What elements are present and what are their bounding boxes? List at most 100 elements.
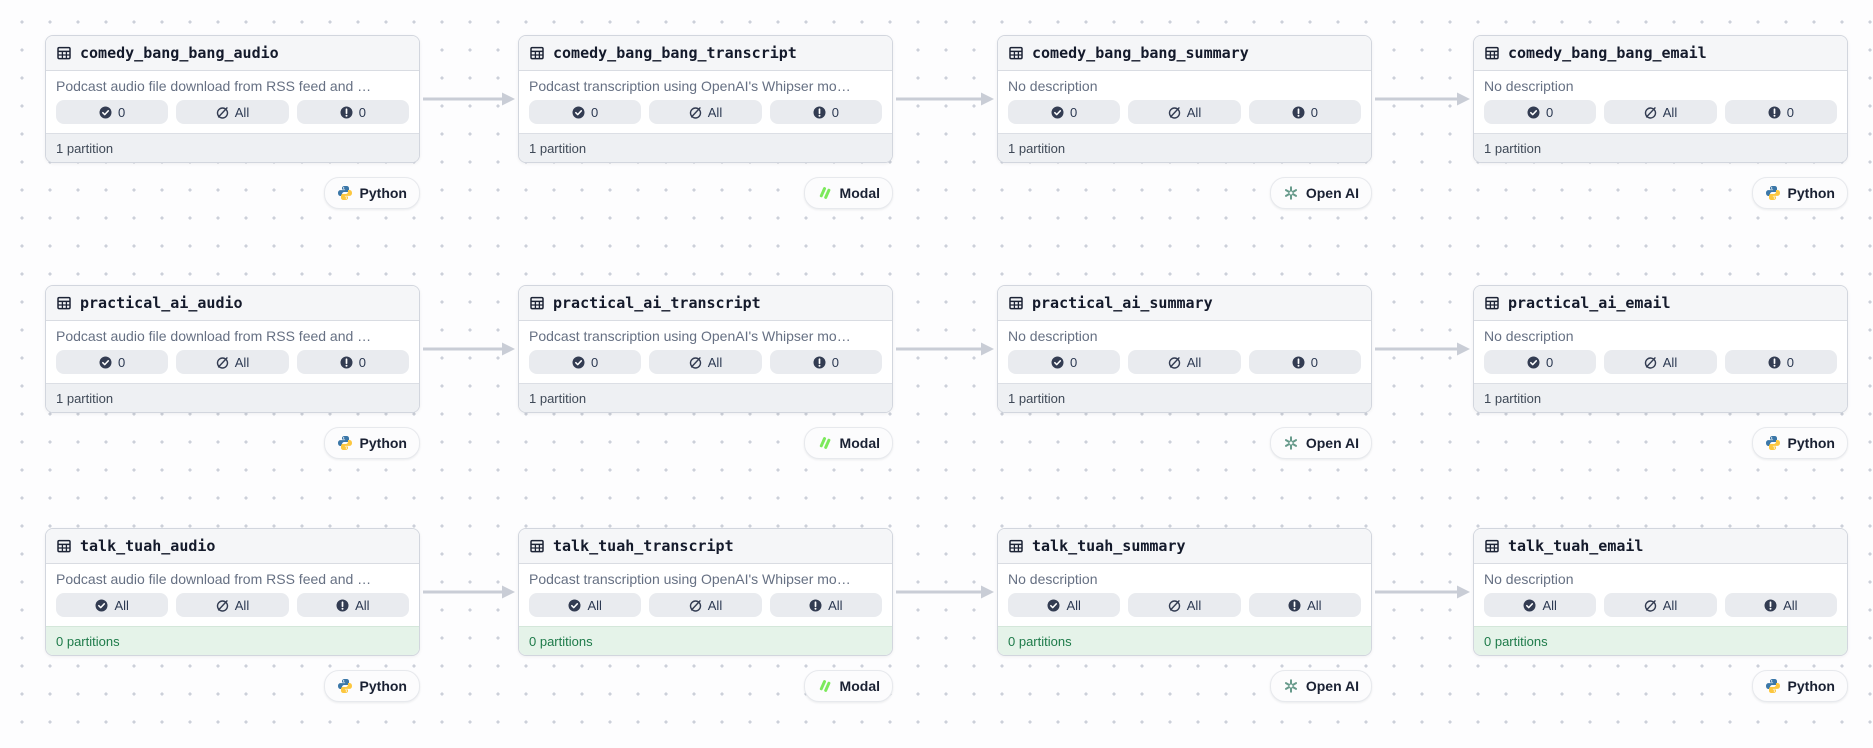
asset-card[interactable]: talk_tuah_summary No description All — [997, 528, 1372, 656]
compute-kind-badge[interactable]: Open AI — [1269, 670, 1372, 702]
asset-card[interactable]: practical_ai_summary No description 0 — [997, 285, 1372, 413]
materialized-count-pill[interactable]: 0 — [529, 350, 642, 374]
compute-kind-badge[interactable]: Open AI — [1269, 177, 1372, 209]
check-status-pill[interactable]: All — [296, 593, 409, 617]
asset-card-body: Podcast audio file download from RSS fee… — [46, 71, 419, 133]
check-status-pill[interactable]: 0 — [1248, 350, 1361, 374]
asset-card-header: comedy_bang_bang_summary — [998, 36, 1371, 71]
materialized-count-pill[interactable]: 0 — [56, 100, 169, 124]
freshness-pill[interactable]: All — [176, 593, 289, 617]
freshness-pill[interactable]: All — [649, 593, 762, 617]
slash-circle-icon — [216, 599, 229, 612]
asset-node[interactable]: talk_tuah_transcript Podcast transcripti… — [518, 528, 893, 702]
openai-logo-icon — [1283, 678, 1299, 694]
asset-card[interactable]: talk_tuah_transcript Podcast transcripti… — [518, 528, 893, 656]
compute-kind-badge[interactable]: Modal — [803, 427, 893, 459]
check-status-pill[interactable]: 0 — [1724, 350, 1837, 374]
materialized-count: All — [587, 597, 602, 613]
table-icon — [1008, 45, 1024, 61]
asset-card[interactable]: practical_ai_email No description 0 — [1473, 285, 1848, 413]
asset-card-header: practical_ai_transcript — [519, 286, 892, 321]
freshness-value: All — [707, 104, 723, 120]
freshness-pill[interactable]: All — [1128, 100, 1241, 124]
materialized-count-pill[interactable]: 0 — [1484, 100, 1597, 124]
asset-node[interactable]: comedy_bang_bang_audio Podcast audio fil… — [45, 35, 420, 209]
asset-card-body: No description All — [998, 564, 1371, 626]
freshness-pill[interactable]: All — [176, 350, 289, 374]
freshness-pill[interactable]: All — [176, 100, 289, 124]
check-status-pill[interactable]: All — [769, 593, 882, 617]
asset-node[interactable]: talk_tuah_audio Podcast audio file downl… — [45, 528, 420, 702]
check-status-pill[interactable]: 0 — [1248, 100, 1361, 124]
materialized-count-pill[interactable]: 0 — [1484, 350, 1597, 374]
asset-card[interactable]: practical_ai_transcript Podcast transcri… — [518, 285, 893, 413]
asset-card-header: comedy_bang_bang_email — [1474, 36, 1847, 71]
check-status-value: All — [1783, 597, 1798, 613]
alert-circle-icon — [1288, 599, 1301, 612]
asset-node[interactable]: practical_ai_summary No description 0 — [997, 285, 1372, 459]
freshness-pill[interactable]: All — [1128, 593, 1241, 617]
asset-card[interactable]: comedy_bang_bang_email No description 0 — [1473, 35, 1848, 163]
check-status-pill[interactable]: 0 — [1724, 100, 1837, 124]
materialized-count-pill[interactable]: 0 — [529, 100, 642, 124]
partition-count: 0 partitions — [46, 626, 419, 655]
check-status-pill[interactable]: 0 — [296, 100, 409, 124]
freshness-pill[interactable]: All — [1604, 350, 1717, 374]
partition-count: 1 partition — [1474, 383, 1847, 412]
check-status-pill[interactable]: 0 — [769, 350, 882, 374]
asset-node[interactable]: comedy_bang_bang_summary No description … — [997, 35, 1372, 209]
compute-kind-badge[interactable]: Python — [323, 427, 420, 459]
freshness-pill[interactable]: All — [1604, 100, 1717, 124]
freshness-pill[interactable]: All — [1128, 350, 1241, 374]
python-logo-icon — [1765, 435, 1781, 451]
check-status-pill[interactable]: 0 — [296, 350, 409, 374]
asset-description: Podcast audio file download from RSS fee… — [56, 571, 372, 587]
compute-kind-badge[interactable]: Python — [1751, 427, 1848, 459]
materialized-count-pill[interactable]: All — [56, 593, 169, 617]
asset-node[interactable]: practical_ai_audio Podcast audio file do… — [45, 285, 420, 459]
freshness-pill[interactable]: All — [649, 350, 762, 374]
asset-card-header: talk_tuah_email — [1474, 529, 1847, 564]
materialized-count-pill[interactable]: 0 — [56, 350, 169, 374]
modal-logo-icon — [817, 435, 833, 451]
check-status-pill[interactable]: All — [1248, 593, 1361, 617]
asset-card[interactable]: comedy_bang_bang_summary No description … — [997, 35, 1372, 163]
materialized-count-pill[interactable]: All — [1484, 593, 1597, 617]
status-pills: All All — [1008, 593, 1361, 617]
partition-count: 1 partition — [519, 383, 892, 412]
check-status-pill[interactable]: All — [1724, 593, 1837, 617]
check-status-pill[interactable]: 0 — [769, 100, 882, 124]
materialized-count-pill[interactable]: 0 — [1008, 350, 1121, 374]
status-pills: 0 All — [56, 100, 409, 124]
asset-card[interactable]: talk_tuah_email No description All — [1473, 528, 1848, 656]
asset-card[interactable]: practical_ai_audio Podcast audio file do… — [45, 285, 420, 413]
compute-kind-badge[interactable]: Open AI — [1269, 427, 1372, 459]
status-pills: 0 All — [529, 350, 882, 374]
compute-kind-label: Python — [1787, 678, 1835, 694]
compute-kind-badge[interactable]: Python — [1751, 177, 1848, 209]
compute-kind-badge[interactable]: Python — [1751, 670, 1848, 702]
compute-kind-badge[interactable]: Modal — [803, 177, 893, 209]
asset-node[interactable]: practical_ai_email No description 0 — [1473, 285, 1848, 459]
check-circle-icon — [568, 599, 581, 612]
asset-node[interactable]: practical_ai_transcript Podcast transcri… — [518, 285, 893, 459]
compute-kind-badge[interactable]: Python — [323, 177, 420, 209]
asset-card[interactable]: comedy_bang_bang_audio Podcast audio fil… — [45, 35, 420, 163]
kind-tag-row: Python — [1473, 670, 1848, 702]
freshness-pill[interactable]: All — [649, 100, 762, 124]
asset-node[interactable]: comedy_bang_bang_transcript Podcast tran… — [518, 35, 893, 209]
python-logo-icon — [1765, 678, 1781, 694]
asset-card[interactable]: talk_tuah_audio Podcast audio file downl… — [45, 528, 420, 656]
compute-kind-badge[interactable]: Modal — [803, 670, 893, 702]
materialized-count-pill[interactable]: 0 — [1008, 100, 1121, 124]
asset-card[interactable]: comedy_bang_bang_transcript Podcast tran… — [518, 35, 893, 163]
freshness-pill[interactable]: All — [1604, 593, 1717, 617]
materialized-count-pill[interactable]: All — [1008, 593, 1121, 617]
asset-node[interactable]: talk_tuah_email No description All — [1473, 528, 1848, 702]
materialized-count-pill[interactable]: All — [529, 593, 642, 617]
compute-kind-badge[interactable]: Python — [323, 670, 420, 702]
asset-node[interactable]: comedy_bang_bang_email No description 0 — [1473, 35, 1848, 209]
partition-count: 0 partitions — [1474, 626, 1847, 655]
asset-node[interactable]: talk_tuah_summary No description All — [997, 528, 1372, 702]
